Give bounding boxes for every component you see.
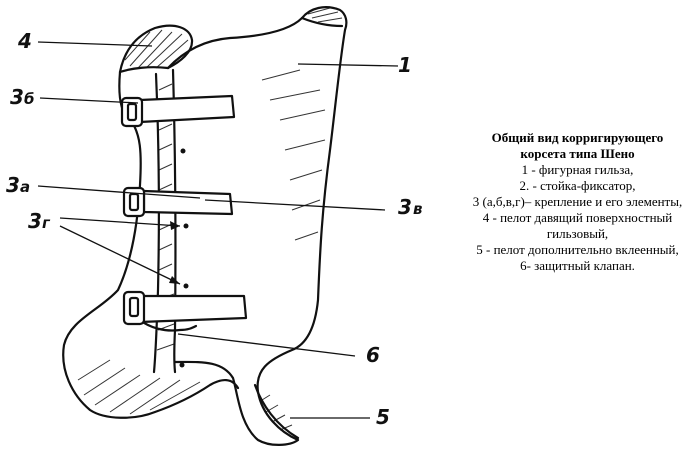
rivet: [183, 223, 189, 229]
arrowhead-3g-a: [170, 221, 180, 230]
shade-shell: [261, 69, 326, 241]
buckle-bottom-inner: [128, 296, 140, 318]
leader-3v: [204, 199, 386, 211]
rivet: [179, 362, 185, 368]
legend-title-line2: корсета типа Шено: [520, 146, 635, 161]
leader-3g-a: [59, 217, 181, 227]
rivet: [180, 148, 186, 154]
label-3b-number: 3: [10, 85, 24, 109]
shell-rim: [300, 16, 344, 28]
legend-item: 2. - стойка-фиксатор,: [519, 178, 636, 193]
shell-outline: [166, 6, 348, 446]
legend-item: 4 - пелот давящий поверхностный: [482, 210, 673, 225]
leader-3b: [39, 97, 139, 104]
label-4: 4: [17, 29, 32, 53]
label-3v-letter: в: [413, 200, 423, 218]
shade-pelot-5: [261, 394, 293, 431]
label-3a-letter: а: [20, 178, 30, 196]
shade-rim: [307, 7, 343, 23]
pelot-5-outline: [253, 383, 300, 440]
flap-6: [138, 318, 198, 332]
legend-item: гильзовый,: [546, 226, 609, 241]
legend-title-line1: Общий вид корригирующего: [491, 130, 664, 145]
shade-bottom: [77, 359, 201, 415]
legend-item: 6- защитный клапан.: [520, 258, 635, 273]
legend: Общий вид корригирующего корсета типа Ше…: [455, 130, 700, 274]
label-5: 5: [376, 405, 390, 429]
label-3g-number: 3: [28, 209, 42, 233]
leader-1: [297, 63, 399, 67]
buckle-top-inner: [126, 102, 138, 122]
legend-item: 5 - пелот дополнительно вклеенный,: [476, 242, 679, 257]
label-3v-number: 3: [398, 195, 412, 219]
label-1: 1: [398, 53, 412, 77]
leader-6: [177, 333, 356, 357]
leader-3g-b: [59, 225, 181, 285]
leader-4: [37, 41, 153, 47]
rivet: [183, 283, 189, 289]
legend-item: 3 (а,б,в,г)– крепление и его элементы,: [472, 194, 683, 209]
stand-strip-edge: [171, 68, 177, 374]
label-3a-number: 3: [6, 173, 20, 197]
label-3b-letter: б: [24, 90, 34, 108]
buckle-middle-inner: [128, 192, 140, 212]
strap-bottom: [138, 294, 248, 324]
legend-item: 1 - фигурная гильза,: [521, 162, 634, 177]
label-6: 6: [366, 343, 380, 367]
strap-top: [138, 94, 236, 124]
leader-3a: [37, 185, 201, 199]
arrowhead-3g-b: [169, 276, 180, 284]
label-3g-letter: г: [42, 214, 51, 232]
